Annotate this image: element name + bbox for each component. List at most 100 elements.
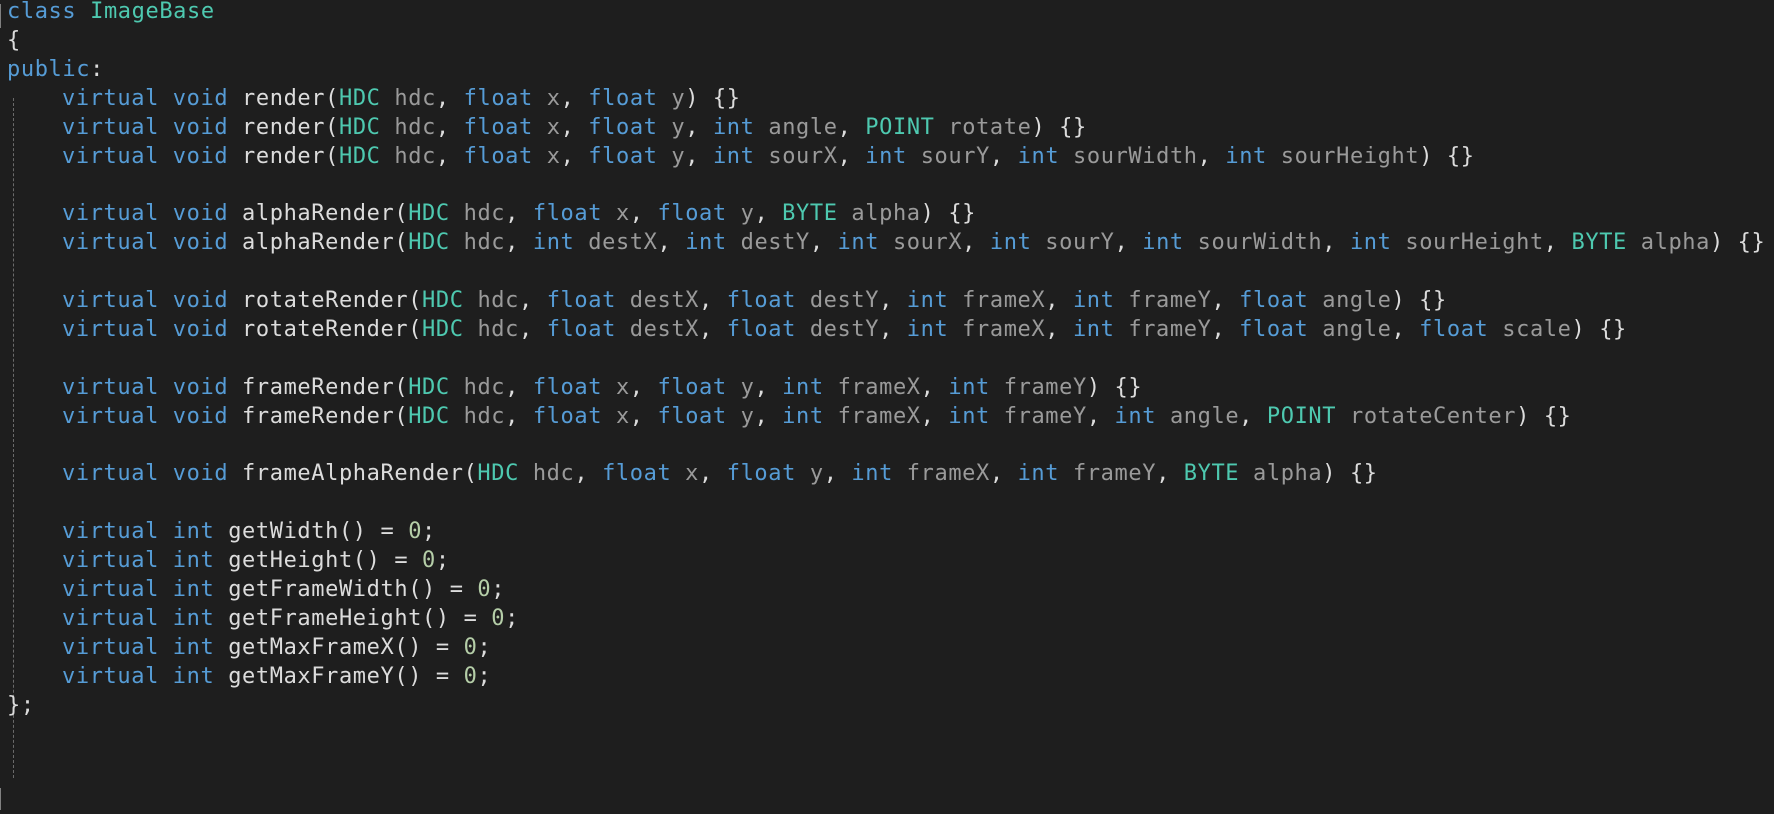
punctuation-token: (	[325, 114, 339, 140]
punctuation-token: ,	[505, 374, 533, 400]
punctuation-token: ,	[1543, 230, 1572, 256]
code-line[interactable]	[7, 430, 62, 462]
function-name-token: getMaxFrameX	[228, 634, 395, 660]
punctuation-token: () =	[338, 519, 409, 545]
parameter-token: frameX	[962, 288, 1046, 313]
parameter-token: sourWidth	[1073, 143, 1198, 169]
type-token: HDC	[338, 143, 381, 169]
punctuation-token	[658, 144, 672, 169]
code-line[interactable]: virtual int getWidth() = 0;	[7, 516, 436, 548]
punctuation-token	[228, 144, 242, 169]
code-line[interactable]: virtual void frameRender(HDC hdc, float …	[7, 372, 1142, 404]
punctuation-token: ,	[1211, 288, 1240, 313]
parameter-token: angle	[1322, 288, 1392, 313]
punctuation-token: ,	[435, 114, 464, 140]
punctuation-token: ;	[435, 548, 450, 574]
keyword-token: virtual	[62, 114, 159, 140]
code-line[interactable]: virtual int getFrameHeight() = 0;	[7, 603, 519, 635]
punctuation-token	[907, 144, 921, 169]
code-line[interactable]: {	[7, 25, 21, 57]
code-line[interactable]: virtual int getMaxFrameX() = 0;	[7, 632, 491, 664]
punctuation-token	[159, 404, 173, 429]
punctuation-token	[159, 635, 173, 660]
punctuation-token: ) {}	[1419, 143, 1475, 169]
punctuation-token	[159, 201, 173, 226]
punctuation-token: ,	[1045, 288, 1073, 313]
function-name-token: render	[242, 85, 326, 111]
keyword-token: int	[712, 143, 755, 169]
function-name-token: render	[242, 143, 326, 169]
punctuation-token: ,	[1239, 403, 1267, 429]
punctuation-token	[1115, 288, 1129, 313]
keyword-token: int	[837, 230, 880, 256]
code-line[interactable]: virtual void frameRender(HDC hdc, float …	[7, 401, 1572, 433]
code-line[interactable]: virtual void alphaRender(HDC hdc, int de…	[7, 227, 1765, 259]
punctuation-token: ,	[1211, 316, 1240, 342]
type-token: BYTE	[1183, 461, 1240, 487]
code-line[interactable]: virtual void rotateRender(HDC hdc, float…	[7, 285, 1447, 317]
punctuation-token	[214, 548, 228, 573]
keyword-token: int	[1017, 461, 1060, 487]
code-line[interactable]: virtual int getHeight() = 0;	[7, 545, 450, 577]
keyword-token: virtual	[62, 288, 159, 313]
type-token: ImageBase	[90, 0, 215, 24]
code-line[interactable]: virtual int getMaxFrameY() = 0;	[7, 661, 491, 693]
punctuation-token	[381, 86, 395, 111]
punctuation-token: ,	[1086, 403, 1115, 429]
punctuation-token	[1184, 230, 1198, 255]
punctuation-token: ,	[519, 316, 547, 342]
code-line[interactable]: virtual void render(HDC hdc, float x, fl…	[7, 83, 741, 115]
parameter-token: x	[615, 201, 630, 227]
punctuation-token: {	[7, 27, 21, 53]
parameter-token: x	[546, 143, 561, 169]
keyword-token: int	[948, 403, 990, 429]
punctuation-token	[616, 317, 630, 342]
code-line[interactable]: virtual void render(HDC hdc, float x, fl…	[7, 141, 1475, 173]
code-line[interactable]: };	[7, 690, 35, 722]
type-token: HDC	[408, 374, 450, 400]
parameter-token: destX	[629, 288, 700, 313]
keyword-token: float	[726, 288, 796, 313]
punctuation-token	[381, 115, 395, 140]
punctuation-token	[602, 201, 616, 226]
function-name-token: frameRender	[242, 374, 395, 400]
function-name-token: frameAlphaRender	[242, 461, 464, 487]
parameter-token: frameY	[1003, 403, 1087, 429]
code-line[interactable]	[7, 487, 62, 519]
code-line[interactable]: virtual void frameAlphaRender(HDC hdc, f…	[7, 458, 1378, 490]
punctuation-token: ) {}	[1322, 461, 1378, 487]
code-line[interactable]: virtual int getFrameWidth() = 0;	[7, 574, 505, 606]
punctuation-token	[450, 404, 464, 429]
code-line[interactable]	[7, 256, 62, 288]
keyword-token: int	[172, 605, 215, 631]
parameter-token: hdc	[463, 201, 506, 227]
punctuation-token: () =	[422, 605, 492, 631]
punctuation-token	[824, 375, 838, 400]
punctuation-token	[1031, 230, 1045, 255]
punctuation-token	[450, 375, 464, 400]
parameter-token: destY	[809, 316, 880, 342]
punctuation-token: ,	[920, 374, 949, 400]
punctuation-token	[1308, 288, 1322, 313]
parameter-token: hdc	[477, 316, 519, 342]
function-name-token: getFrameHeight	[228, 605, 423, 631]
code-line[interactable]: public:	[7, 54, 104, 86]
keyword-token: int	[532, 230, 575, 256]
keyword-token: int	[1142, 230, 1184, 256]
keyword-token: void	[172, 316, 229, 342]
punctuation-token	[214, 519, 228, 544]
punctuation-token	[1059, 461, 1073, 486]
punctuation-token: ,	[837, 143, 866, 169]
punctuation-token: ) {}	[1391, 288, 1447, 313]
code-line[interactable]: class ImageBase	[7, 0, 215, 28]
code-line[interactable]	[7, 169, 62, 201]
keyword-token: virtual	[62, 230, 159, 256]
punctuation-token	[450, 201, 464, 226]
code-line[interactable]: virtual void alphaRender(HDC hdc, float …	[7, 198, 976, 230]
code-line[interactable]: virtual void rotateRender(HDC hdc, float…	[7, 314, 1627, 346]
parameter-token: sourHeight	[1405, 230, 1544, 256]
code-line[interactable]: virtual void render(HDC hdc, float x, fl…	[7, 112, 1087, 144]
keyword-token: int	[172, 634, 215, 660]
code-line[interactable]	[7, 343, 62, 375]
